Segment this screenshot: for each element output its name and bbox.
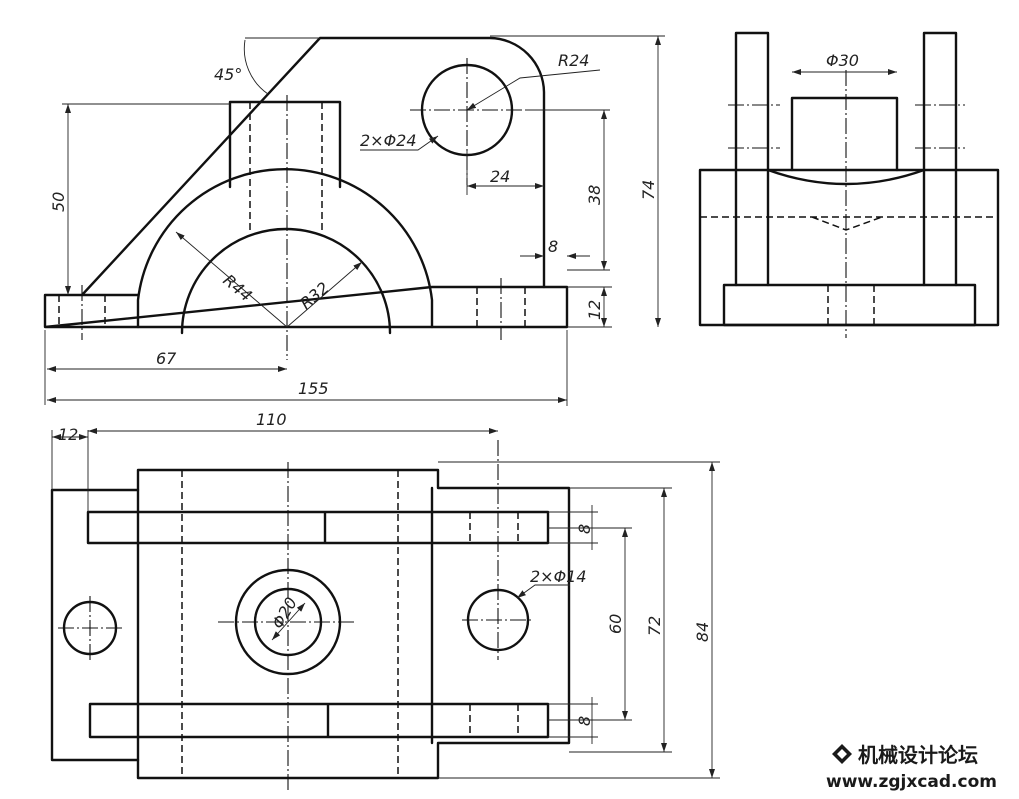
angle-label: 45°	[214, 65, 242, 84]
dim-60-label: 60	[606, 614, 625, 634]
dim-12-label: 12	[585, 300, 604, 320]
dim-8-label: 8	[548, 237, 558, 256]
side-left-rib	[734, 31, 770, 287]
front-view: 45° R24 2×Φ24 24 8 50 38 12 74 R44 R32 6…	[43, 35, 665, 406]
body-outline	[80, 36, 546, 297]
dim-8b-ext	[548, 703, 598, 738]
dim-12-top-ext	[51, 430, 89, 512]
side-boss-curve	[766, 168, 926, 186]
angle-arc	[243, 39, 269, 95]
top-hole-right-center	[462, 440, 534, 660]
r44-leader	[175, 231, 288, 328]
r44-label: R44	[219, 271, 255, 306]
side-boss	[790, 96, 899, 172]
2phi24-leader	[360, 135, 439, 151]
2phi14-leader	[516, 584, 570, 599]
top-hidden-rib-holes	[469, 512, 519, 737]
side-hidden-bore	[700, 216, 998, 231]
dim-67-label: 67	[156, 349, 177, 368]
logo-diamond-icon	[832, 744, 852, 764]
watermark: 机械设计论坛 www.zgjxcad.com	[826, 743, 997, 792]
top-hidden-verticals	[181, 470, 399, 778]
dim-50-label: 50	[49, 192, 68, 212]
side-hidden-holes	[827, 285, 875, 325]
dim-84-label: 84	[693, 622, 712, 642]
phi20-leader	[271, 602, 306, 641]
half-ring-outer	[136, 168, 434, 329]
dim-12-ext	[567, 286, 612, 328]
vertical-bore-hidden	[249, 102, 323, 233]
dim-8b-label: 8	[575, 716, 594, 726]
dim-12-top-label: 12	[58, 425, 78, 444]
dim-60-ext	[548, 527, 632, 721]
watermark-title: 机械设计论坛	[858, 743, 978, 767]
2phi14-label: 2×Φ14	[530, 567, 587, 586]
dim-84-ext	[438, 461, 720, 779]
phi30-label: Φ30	[826, 51, 859, 70]
r24-label: R24	[558, 51, 589, 70]
dim-24-label: 24	[490, 167, 510, 186]
r24-leader	[466, 69, 601, 111]
dim-155-label: 155	[298, 379, 329, 398]
r32-label: R32	[296, 278, 332, 313]
base-holes-hidden	[58, 287, 526, 327]
side-view: Φ30	[698, 31, 1000, 338]
top-rib-lower	[88, 702, 550, 739]
top-base-outline	[50, 468, 571, 780]
r32-leader	[286, 261, 363, 328]
side-base	[722, 283, 977, 327]
2phi24-label: 2×Φ24	[360, 131, 417, 150]
dim-8a-label: 8	[575, 524, 594, 534]
dim-8a-ext	[548, 511, 598, 544]
dim-74-label: 74	[639, 180, 658, 200]
vertical-boss	[228, 100, 342, 189]
half-ring-inner	[180, 227, 392, 335]
dim-72-label: 72	[645, 616, 664, 636]
top-rib-upper	[86, 510, 550, 545]
side-body	[698, 168, 1000, 327]
side-right-rib	[922, 31, 958, 287]
dim-38-label: 38	[585, 185, 604, 205]
dim-38-ext	[525, 109, 610, 271]
top-hole-left-center	[58, 596, 122, 660]
dim-110-label: 110	[256, 410, 287, 429]
dim-72-ext	[569, 487, 672, 753]
top-view: 12 110 2×Φ14 8 8 60 72 84 Φ20	[50, 410, 720, 790]
watermark-url: www.zgjxcad.com	[826, 772, 997, 792]
